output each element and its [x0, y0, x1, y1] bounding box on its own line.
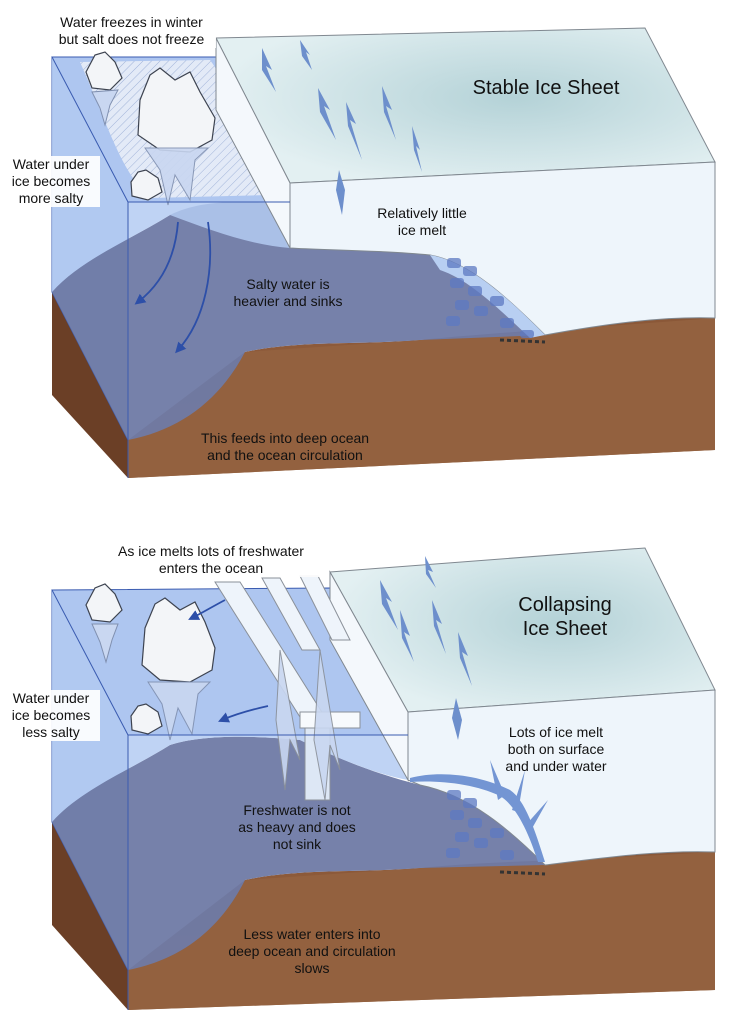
ice-sheet-front: [289, 161, 716, 336]
sinking-current-arrow-1: [134, 221, 179, 305]
iceberg-large: [137, 67, 216, 206]
panel-stable: [51, 27, 716, 478]
freshwater-arrow-2: [218, 705, 269, 723]
iceberg-small-4: [130, 703, 163, 735]
ice-tongue: [430, 255, 545, 338]
seabed-left-face-2: [52, 822, 128, 1010]
ocean-front: [52, 57, 290, 292]
crevasses: [262, 40, 422, 215]
rock-debris-2: [499, 870, 546, 876]
block-outline: [127, 201, 290, 478]
debris-blocks: [446, 258, 534, 338]
deep-water: [52, 202, 545, 440]
freshwater-arrow-1: [188, 599, 226, 620]
seabed-front-face-2: [128, 852, 715, 1010]
ice-sheet-top: [215, 27, 716, 184]
seabed-left-face: [52, 292, 128, 478]
block-outline-2: [127, 734, 408, 1010]
sinking-current-arrow-2: [175, 221, 211, 354]
meltwater-branch-2: [512, 770, 525, 812]
panel-collapsing: [51, 547, 716, 1010]
panel-1-title: Stable Ice Sheet: [472, 77, 620, 99]
ice-sheet-side: [215, 37, 291, 249]
deep-water-2: [52, 736, 545, 970]
iceberg-small-3: [85, 583, 123, 664]
iceberg-small-1: [85, 51, 123, 127]
iceberg-small-2: [130, 169, 163, 201]
rock-debris: [499, 338, 546, 344]
meltwater-branch-3: [525, 800, 548, 832]
seabed-front-face: [128, 318, 715, 478]
debris-blocks-2: [446, 790, 514, 860]
crevasses-2: [380, 556, 472, 740]
meltwater-branch-1: [490, 760, 505, 800]
meltwater-channel: [410, 774, 545, 862]
calving-ice-slabs: [214, 575, 361, 801]
